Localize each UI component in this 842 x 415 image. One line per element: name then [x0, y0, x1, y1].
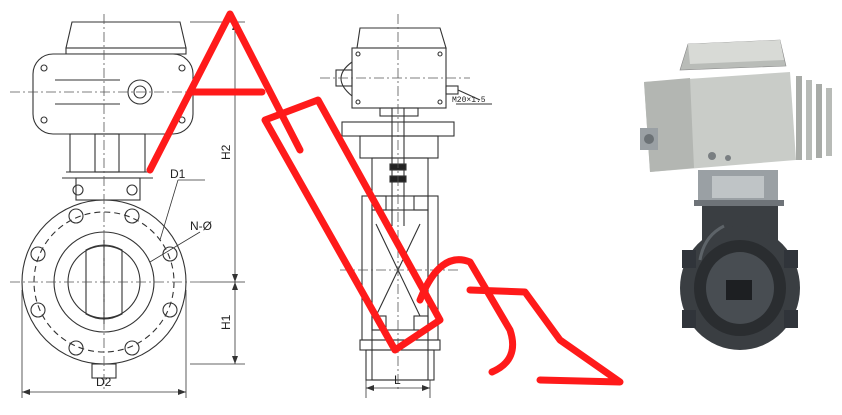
- side-view-drawing: [335, 27, 492, 381]
- front-view-centerlines: [10, 14, 200, 392]
- label-d1: D1: [170, 167, 186, 181]
- label-h1: H1: [219, 314, 233, 330]
- front-view-drawing: [21, 21, 194, 379]
- product-photo: [640, 39, 832, 350]
- side-view-arrowheads: [366, 385, 430, 391]
- watermark-logo: [146, 10, 624, 386]
- label-d2: D2: [96, 375, 112, 389]
- label-l: L: [394, 373, 401, 387]
- label-n-phi: N-Ø: [190, 219, 212, 233]
- label-thread: M20×1.5: [452, 96, 486, 105]
- label-h2: H2: [219, 144, 233, 160]
- front-view-dimensions: [21, 21, 245, 398]
- side-view-dimensions: [365, 380, 431, 398]
